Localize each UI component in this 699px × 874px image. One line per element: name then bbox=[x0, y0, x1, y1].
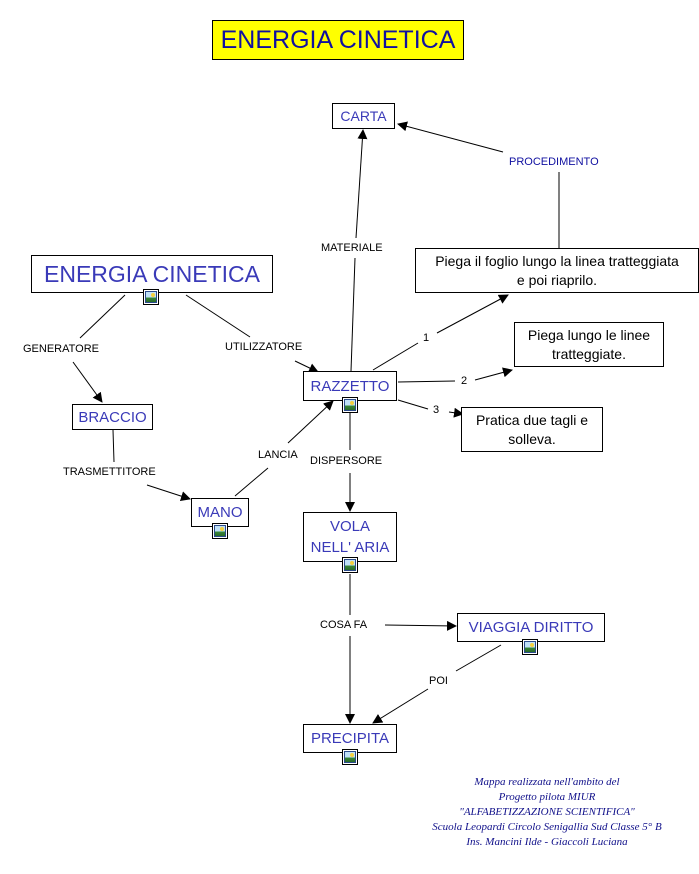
image-icon[interactable] bbox=[342, 557, 358, 573]
edge-step3-pratica bbox=[448, 407, 464, 418]
concept-piega-foglio[interactable]: Piega il foglio lungo la linea tratteggi… bbox=[415, 248, 699, 293]
credits-line: Progetto pilota MIUR bbox=[498, 791, 596, 803]
edge-razzetto-materiale bbox=[350, 257, 356, 372]
link-poi[interactable]: POI bbox=[428, 675, 449, 688]
image-icon[interactable] bbox=[522, 639, 538, 655]
link-utilizzatore[interactable]: UTILIZZATORE bbox=[224, 341, 304, 354]
link-step-2[interactable]: 2 bbox=[460, 375, 469, 388]
link-generatore[interactable]: GENERATORE bbox=[22, 343, 100, 356]
concept-viaggia-diritto[interactable]: VIAGGIA DIRITTO bbox=[457, 613, 605, 642]
edge-utilizzatore-razzetto bbox=[294, 360, 319, 373]
edge-step2-piega-linee bbox=[474, 367, 513, 381]
concept-energia-cinetica[interactable]: ENERGIA CINETICA bbox=[31, 255, 273, 293]
edge-razzetto-step3 bbox=[397, 399, 429, 410]
credits-line: Mappa realizzata nell'ambito del bbox=[474, 776, 620, 788]
credits-footer: Mappa realizzata nell'ambito del Progett… bbox=[412, 775, 682, 850]
image-icon[interactable] bbox=[143, 289, 159, 305]
edge-generatore-braccio bbox=[72, 361, 103, 403]
concept-label: VOLA NELL' ARIA bbox=[310, 518, 390, 556]
image-icon[interactable] bbox=[212, 523, 228, 539]
edge-braccio-trasmettitore bbox=[112, 429, 115, 463]
concept-label: Pratica due tagli e solleva. bbox=[475, 411, 589, 447]
edge-energia-generatore bbox=[79, 294, 126, 339]
edge-viaggia-poi bbox=[455, 644, 502, 672]
link-dispersore[interactable]: DISPERSORE bbox=[309, 455, 384, 468]
concept-vola-nell-aria[interactable]: VOLA NELL' ARIA bbox=[303, 512, 397, 562]
concept-piega-linee[interactable]: Piega lungo le linee tratteggiate. bbox=[514, 322, 664, 367]
link-procedimento[interactable]: PROCEDIMENTO bbox=[508, 156, 600, 169]
link-cosa-fa[interactable]: COSA FA bbox=[319, 619, 369, 632]
edge-lancia-razzetto bbox=[287, 400, 334, 444]
credits-line: Ins. Mancini Ilde - Giaccoli Luciana bbox=[466, 836, 628, 848]
concept-carta[interactable]: CARTA bbox=[332, 103, 395, 129]
concept-mano[interactable]: MANO bbox=[191, 498, 249, 527]
edge-mano-lancia bbox=[234, 467, 269, 497]
edge-poi-precipita bbox=[372, 688, 429, 724]
image-icon[interactable] bbox=[342, 397, 358, 413]
concept-braccio[interactable]: BRACCIO bbox=[72, 404, 153, 430]
link-lancia[interactable]: LANCIA bbox=[257, 449, 299, 462]
concept-label: MANO bbox=[197, 504, 243, 521]
edge-razzetto-step1 bbox=[372, 342, 419, 371]
concept-label: Piega il foglio lungo la linea tratteggi… bbox=[435, 252, 679, 288]
edge-razzetto-step2 bbox=[397, 380, 456, 383]
edge-energia-utilizzatore bbox=[185, 294, 251, 338]
concept-pratica[interactable]: Pratica due tagli e solleva. bbox=[461, 407, 603, 452]
link-trasmettitore[interactable]: TRASMETTITORE bbox=[62, 466, 157, 479]
edge-materiale-carta bbox=[355, 129, 368, 239]
link-step-3[interactable]: 3 bbox=[432, 404, 441, 417]
edge-procedimento-carta bbox=[397, 121, 504, 153]
concept-label: Piega lungo le linee tratteggiate. bbox=[527, 326, 651, 362]
map-title: ENERGIA CINETICA bbox=[212, 20, 464, 60]
concept-label: PRECIPITA bbox=[310, 730, 390, 747]
link-materiale[interactable]: MATERIALE bbox=[320, 242, 384, 255]
edge-step1-piega-foglio bbox=[436, 294, 509, 334]
concept-label: RAZZETTO bbox=[310, 377, 390, 395]
link-step-1[interactable]: 1 bbox=[422, 332, 431, 345]
edge-trasmettitore-mano bbox=[146, 484, 191, 501]
credits-line: Scuola Leopardi Circolo Senigallia Sud C… bbox=[432, 821, 662, 833]
concept-label: VIAGGIA DIRITTO bbox=[468, 619, 594, 636]
concept-label: CARTA bbox=[340, 108, 387, 124]
image-icon[interactable] bbox=[342, 749, 358, 765]
edge-cosafa-viaggia bbox=[384, 620, 457, 631]
concept-label: BRACCIO bbox=[78, 408, 147, 426]
concept-label: ENERGIA CINETICA bbox=[44, 260, 260, 287]
credits-line: "ALFABETIZZAZIONE SCIENTIFICA" bbox=[459, 806, 635, 818]
